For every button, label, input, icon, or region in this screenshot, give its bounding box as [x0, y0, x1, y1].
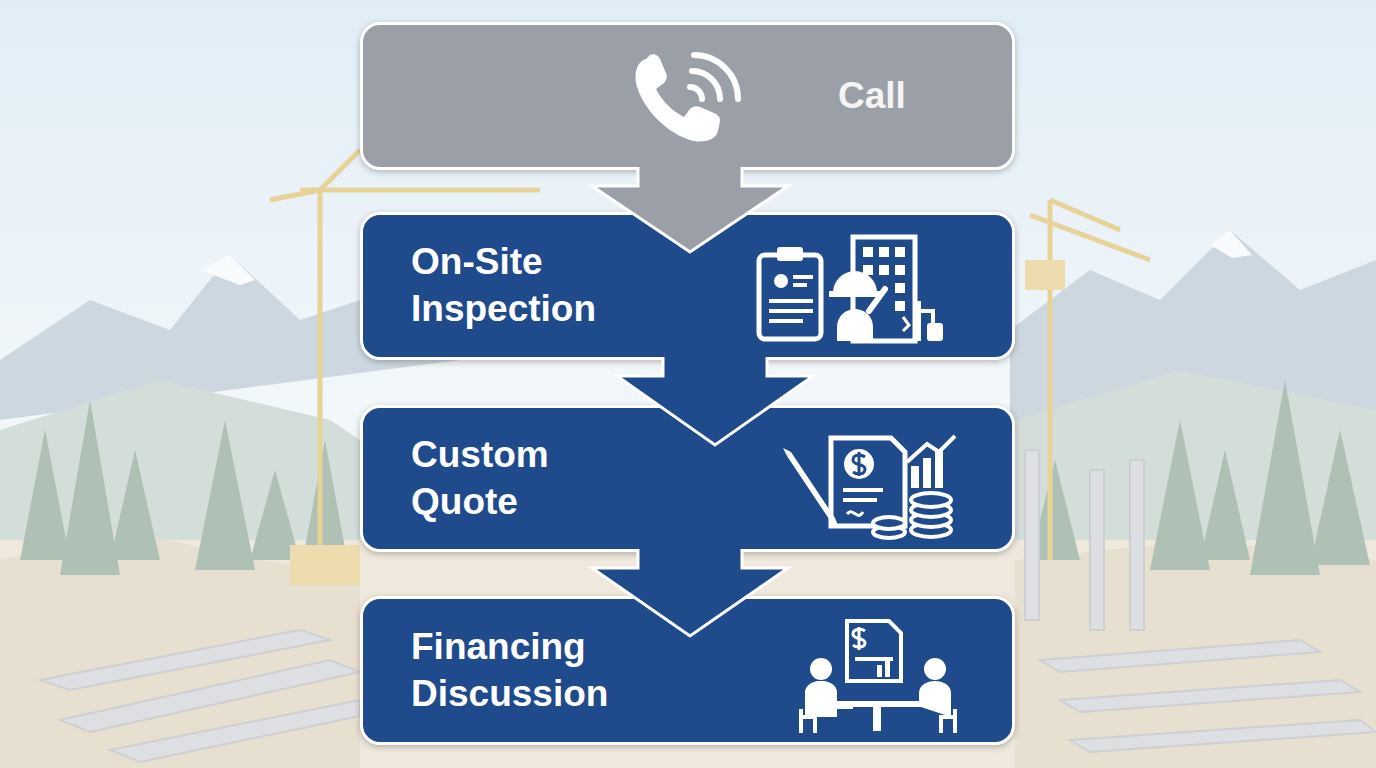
flow-arrow [592, 167, 788, 252]
arrow-body [592, 549, 788, 636]
arrow-body [617, 357, 813, 445]
arrow-outline [592, 167, 788, 252]
inspect-icon [753, 231, 978, 346]
step-label: Call [838, 73, 1038, 120]
process-box: Financing Discussion [360, 596, 1015, 745]
process-box: Custom Quote [360, 405, 1015, 552]
process-box: On-Site Inspection [360, 212, 1015, 360]
flow-arrow [617, 357, 813, 445]
step-label: Financing Discussion [411, 624, 661, 718]
step-label: On-Site Inspection [411, 239, 661, 333]
arrow-outline [617, 357, 813, 445]
flow-arrow [592, 549, 788, 636]
finance-icon [793, 617, 963, 735]
phone-icon [628, 47, 758, 147]
arrow-body [592, 167, 788, 252]
process-box: Call [360, 22, 1015, 170]
step-label: Custom Quote [411, 432, 611, 526]
arrow-outline [592, 549, 788, 636]
quote-icon [781, 430, 961, 540]
